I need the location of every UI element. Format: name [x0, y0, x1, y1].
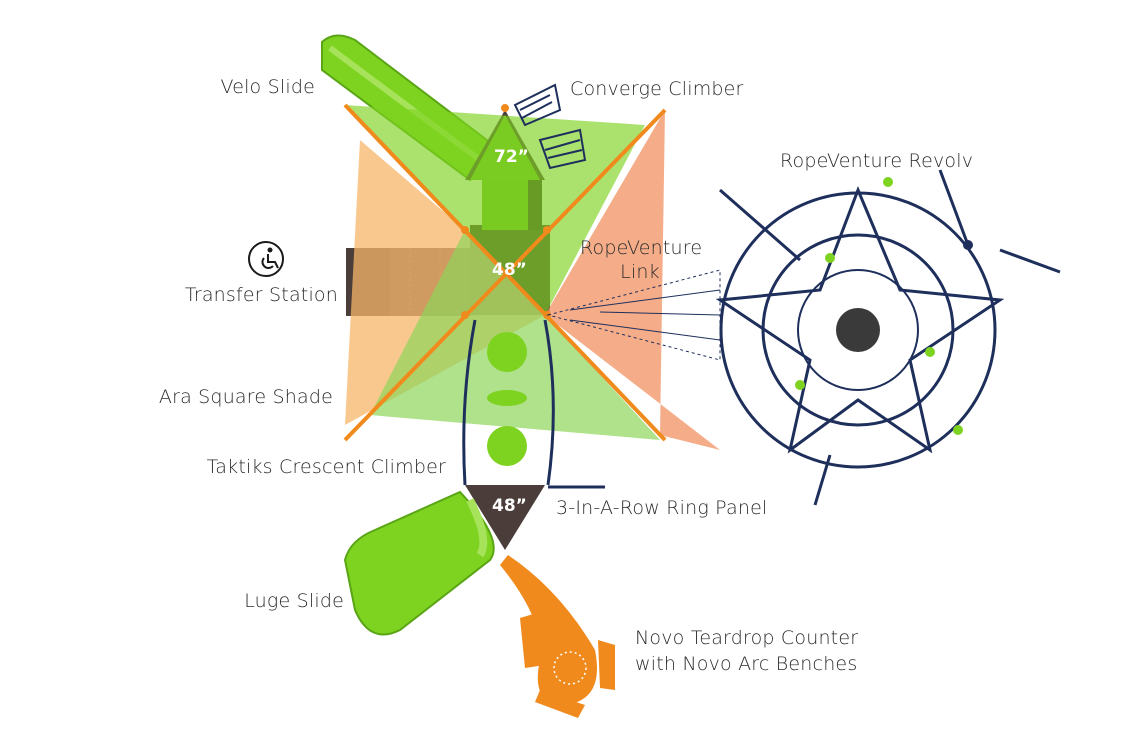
- converge-climber-graphic: [501, 83, 587, 170]
- deck-height-bottom: 48”: [492, 496, 527, 516]
- label-ring-panel: 3-In-A-Row Ring Panel: [556, 497, 768, 519]
- wheelchair-accessibility-icon: [248, 241, 284, 277]
- label-ara-square-shade: Ara Square Shade: [158, 386, 333, 408]
- ropeventure-revolv-graphic: [715, 169, 1061, 506]
- label-velo-slide: Velo Slide: [220, 76, 315, 98]
- label-luge-slide: Luge Slide: [244, 590, 344, 612]
- luge-slide-graphic: [343, 490, 495, 636]
- novo-counter-graphic: [500, 555, 615, 718]
- label-ropeventure-revolv: RopeVenture Revolv: [780, 150, 974, 172]
- label-ropeventure-link-line2: Link: [620, 261, 660, 283]
- deck-height-middle: 48”: [492, 260, 527, 280]
- label-novo-line1: Novo Teardrop Counter: [635, 627, 859, 649]
- deck-arrow-graphic: [470, 115, 540, 230]
- label-taktiks-crescent-climber: Taktiks Crescent Climber: [206, 456, 446, 478]
- label-ropeventure-link-line1: RopeVenture: [580, 237, 703, 259]
- label-novo-line2: with Novo Arc Benches: [635, 653, 858, 675]
- label-converge-climber: Converge Climber: [570, 78, 744, 100]
- label-transfer-station: Transfer Station: [184, 284, 338, 306]
- taktiks-climber-graphic: [462, 319, 555, 486]
- deck-height-top: 72”: [494, 147, 529, 167]
- ropeventure-link-graphic: [546, 269, 721, 361]
